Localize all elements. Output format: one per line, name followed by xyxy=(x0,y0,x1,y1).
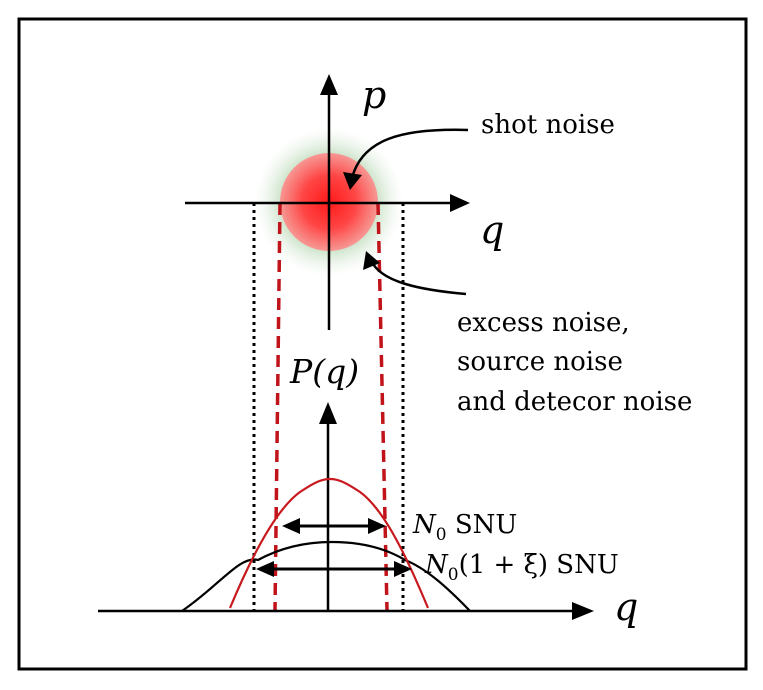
shot-noise-arrow xyxy=(350,128,469,179)
n0-snu-label: N0 SNU xyxy=(412,510,517,545)
q-axis-bottom-label: q xyxy=(614,585,638,629)
broad-gaussian-curve xyxy=(181,540,471,612)
excess-noise-label-line1: excess noise, xyxy=(457,308,630,338)
shot-noise-label: shot noise xyxy=(481,110,615,140)
n0xi-width-arrowhead-left xyxy=(256,561,274,577)
n0xi-rest: (1 + ξ) SNU xyxy=(459,550,619,580)
shot-noise-arrowhead xyxy=(343,172,362,190)
n0xi-snu-label: N0(1 + ξ) SNU xyxy=(424,550,619,585)
excess-noise-label-line2: source noise xyxy=(457,347,623,377)
n0-symbol: N xyxy=(412,510,437,540)
n0-subscript: 0 xyxy=(436,525,447,545)
dashed-line-left xyxy=(273,202,282,611)
pq-axis-label: P(q) xyxy=(289,352,359,391)
excess-noise-arrow xyxy=(370,261,467,296)
excess-noise-arrowhead xyxy=(363,251,380,270)
narrow-gaussian-curve xyxy=(228,477,430,609)
q-axis-top-label: q xyxy=(480,208,504,252)
q-axis-bottom-arrowhead xyxy=(572,602,594,620)
q-axis-top-arrowhead xyxy=(450,194,470,212)
excess-noise-label-line3: and detecor noise xyxy=(457,387,692,417)
n0xi-width-arrowhead-right xyxy=(394,561,412,577)
p-axis-arrowhead xyxy=(320,74,338,95)
n0-width-arrowhead-left xyxy=(282,518,300,534)
n0-unit: SNU xyxy=(447,510,518,540)
p-axis-label: p xyxy=(362,73,386,117)
pq-axis-arrowhead xyxy=(319,402,337,424)
n0xi-symbol: N xyxy=(424,550,449,580)
n0-width-arrowhead-right xyxy=(368,518,386,534)
n0xi-subscript: 0 xyxy=(448,565,459,585)
